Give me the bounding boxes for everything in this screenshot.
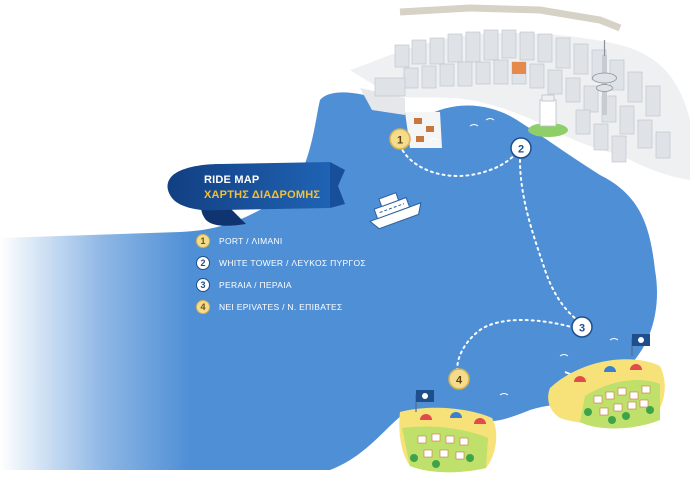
map-subtitle: ΧΑΡΤΗΣ ΔΙΑΔΡΟΜΗΣ — [204, 189, 321, 201]
legend-label-peraia: PERAIA / ΠΕΡΑΙΑ — [219, 280, 292, 290]
stop-marker-2[interactable]: 2 — [510, 137, 532, 159]
peraia-beach — [548, 359, 665, 429]
port-buildings — [360, 62, 526, 148]
stop-marker-3-number: 3 — [579, 323, 585, 335]
legend-badge-4: 4 — [196, 300, 210, 314]
stop-marker-4[interactable]: 4 — [448, 368, 470, 390]
white-tower-icon — [528, 94, 568, 137]
tv-tower-icon — [592, 40, 617, 115]
beach-umbrella-icon — [574, 364, 642, 382]
title-ribbon — [167, 162, 345, 226]
stops-legend: 1 PORT / ΛΙΜΑΝΙ 2 WHITE TOWER / ΛΕΥΚΟΣ Π… — [196, 230, 396, 318]
epivates-beach — [399, 407, 497, 473]
stop-marker-2-number: 2 — [518, 144, 524, 156]
stop-marker-4-number: 4 — [456, 375, 463, 387]
stop-marker-3[interactable]: 3 — [571, 316, 593, 338]
blue-flag-icon — [415, 390, 434, 412]
legend-badge-3: 3 — [196, 278, 210, 292]
legend-label-port: PORT / ΛΙΜΑΝΙ — [219, 236, 283, 246]
boat-icon — [369, 192, 422, 230]
route — [399, 144, 581, 376]
stop-marker-1[interactable]: 1 — [389, 128, 411, 150]
legend-item-nei-epivates[interactable]: 4 NEI EPIVATES / Ν. ΕΠΙΒΑΤΕΣ — [196, 296, 396, 318]
legend-badge-2: 2 — [196, 256, 210, 270]
wave-marks — [429, 118, 619, 396]
legend-label-white-tower: WHITE TOWER / ΛΕΥΚΟΣ ΠΥΡΓΟΣ — [219, 258, 366, 268]
legend-label-nei-epivates: NEI EPIVATES / Ν. ΕΠΙΒΑΤΕΣ — [219, 302, 343, 312]
stop-marker-1-number: 1 — [397, 135, 403, 147]
legend-item-peraia[interactable]: 3 PERAIA / ΠΕΡΑΙΑ — [196, 274, 396, 296]
blue-flag-icon — [631, 334, 650, 356]
sea-fade — [0, 230, 190, 475]
legend-item-port[interactable]: 1 PORT / ΛΙΜΑΝΙ — [196, 230, 396, 252]
city-area — [350, 4, 690, 180]
legend-item-white-tower[interactable]: 2 WHITE TOWER / ΛΕΥΚΟΣ ΠΥΡΓΟΣ — [196, 252, 396, 274]
map-title: RIDE MAP — [204, 174, 260, 186]
legend-badge-1: 1 — [196, 234, 210, 248]
